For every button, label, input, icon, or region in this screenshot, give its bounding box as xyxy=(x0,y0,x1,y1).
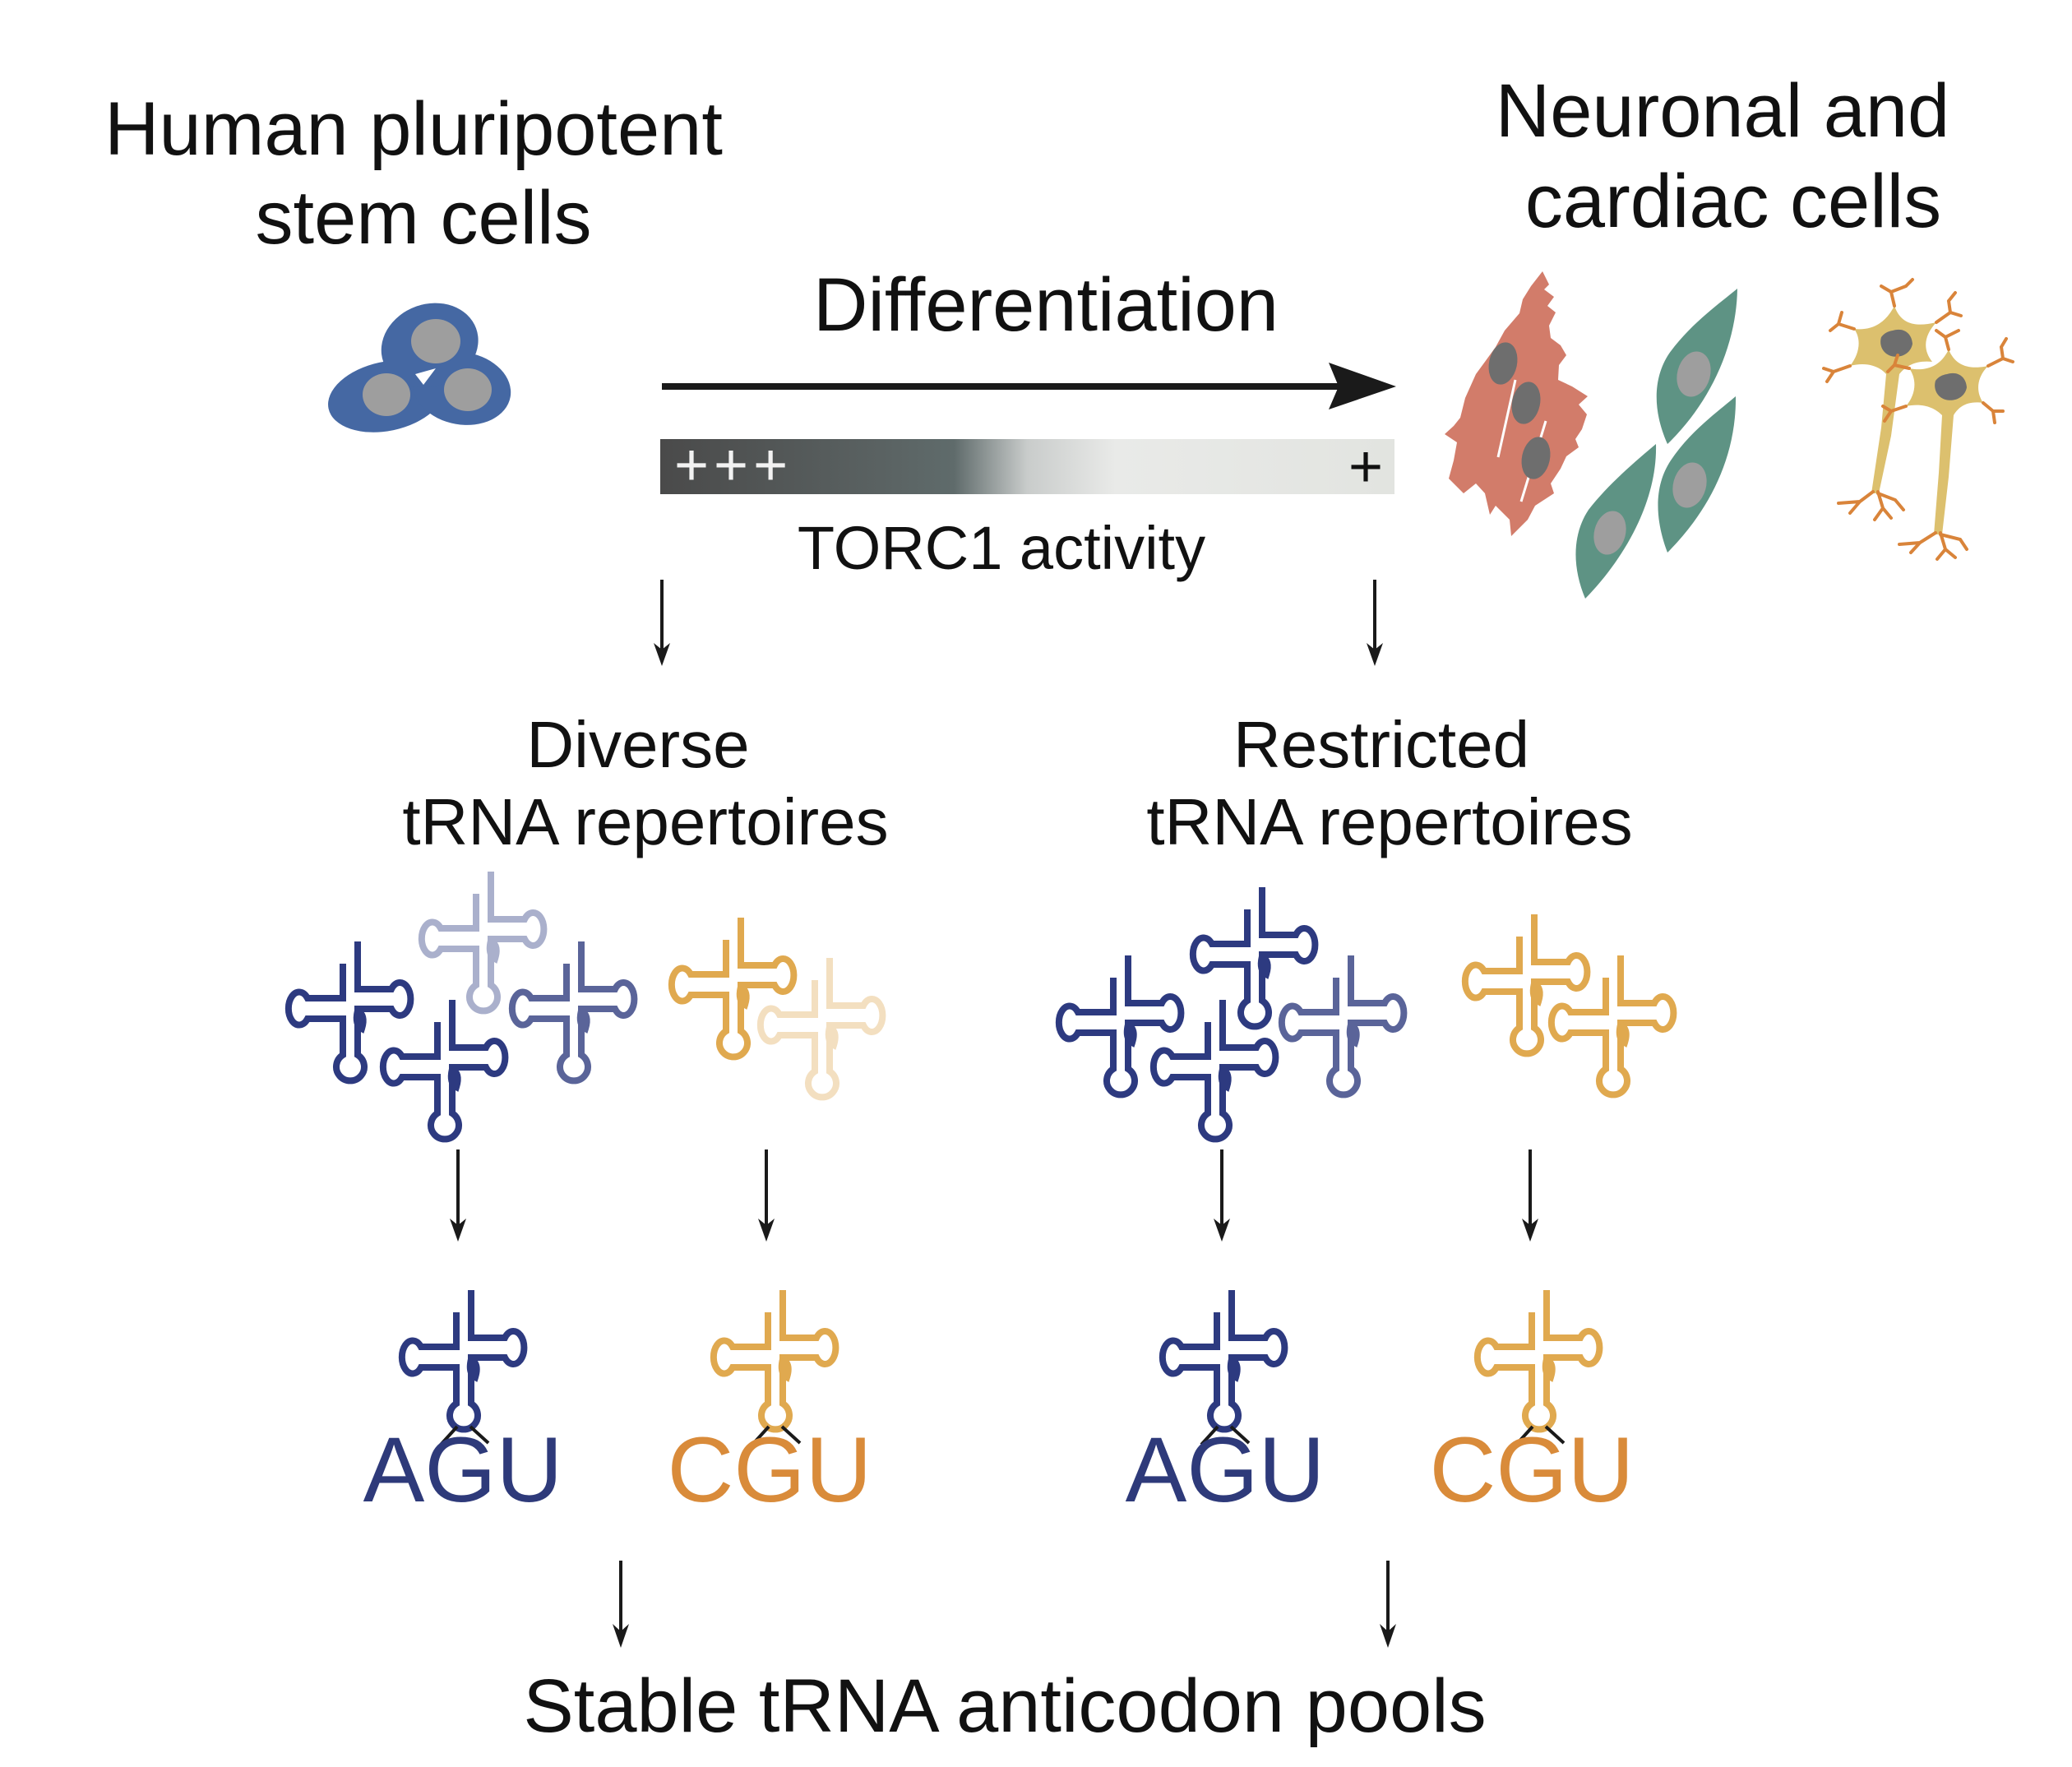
arrow-to-conclusion-right xyxy=(1380,1561,1396,1648)
arrow-restricted-orange xyxy=(1522,1149,1538,1242)
anticodon-label: AGU xyxy=(1126,1418,1325,1521)
trna-icon xyxy=(402,1290,525,1429)
conclusion-label: Stable tRNA anticodon pools xyxy=(523,1664,1486,1748)
trna-icon xyxy=(1163,1290,1285,1429)
source-cells-label-line2: stem cells xyxy=(256,176,592,260)
differentiation-arrow xyxy=(662,363,1396,409)
anticodon-label: CGU xyxy=(668,1418,872,1521)
restricted-label-line2: tRNA repertoires xyxy=(1146,785,1632,858)
trna-icon xyxy=(1478,1290,1600,1429)
arrow-diverse-blue xyxy=(450,1149,466,1242)
trna-icon xyxy=(1059,955,1182,1094)
arrow-diverse-orange xyxy=(758,1149,775,1242)
source-cells-label-line1: Human pluripotent xyxy=(104,87,723,171)
torc1-activity-bar: +++ + xyxy=(660,432,1394,500)
arrow-to-restricted xyxy=(1367,580,1383,666)
stem-cell-cluster-icon xyxy=(328,303,511,432)
arrow-restricted-blue xyxy=(1214,1149,1230,1242)
cardiomyocyte-icon xyxy=(1445,271,1588,536)
trna-icon xyxy=(512,941,635,1080)
trna-icon xyxy=(1552,955,1674,1094)
arrow-to-diverse xyxy=(654,580,670,666)
spindle-cell-icon xyxy=(1575,289,1737,599)
restricted-trna-cluster xyxy=(1059,887,1674,1139)
trna-icon xyxy=(761,958,883,1097)
torc1-activity-label: TORC1 activity xyxy=(798,514,1205,582)
diverse-label-line2: tRNA repertoires xyxy=(402,785,888,858)
anticodon-trna-left-blue: AGU xyxy=(363,1290,563,1521)
anticodon-label: AGU xyxy=(363,1418,563,1521)
target-cells-label-line1: Neuronal and xyxy=(1496,69,1949,153)
anticodon-trna-right-orange: CGU xyxy=(1430,1290,1635,1521)
anticodon-label: CGU xyxy=(1430,1418,1635,1521)
restricted-label-line1: Restricted xyxy=(1233,708,1529,781)
diverse-label-line1: Diverse xyxy=(526,708,749,781)
target-cells-label-line2: cardiac cells xyxy=(1525,160,1941,243)
trna-icon xyxy=(714,1290,836,1429)
arrow-to-conclusion-left xyxy=(613,1561,629,1648)
diverse-trna-cluster xyxy=(289,872,883,1139)
differentiation-label: Differentiation xyxy=(813,263,1279,347)
trna-icon xyxy=(1154,1000,1276,1139)
trna-icon xyxy=(383,1000,506,1139)
neuron-icon xyxy=(1822,278,2014,561)
activity-high-label: +++ xyxy=(674,432,793,498)
anticodon-trna-left-orange: CGU xyxy=(668,1290,872,1521)
trna-icon xyxy=(1282,955,1404,1094)
activity-low-label: + xyxy=(1348,434,1383,500)
anticodon-trna-right-blue: AGU xyxy=(1126,1290,1325,1521)
trna-icon xyxy=(289,941,411,1080)
